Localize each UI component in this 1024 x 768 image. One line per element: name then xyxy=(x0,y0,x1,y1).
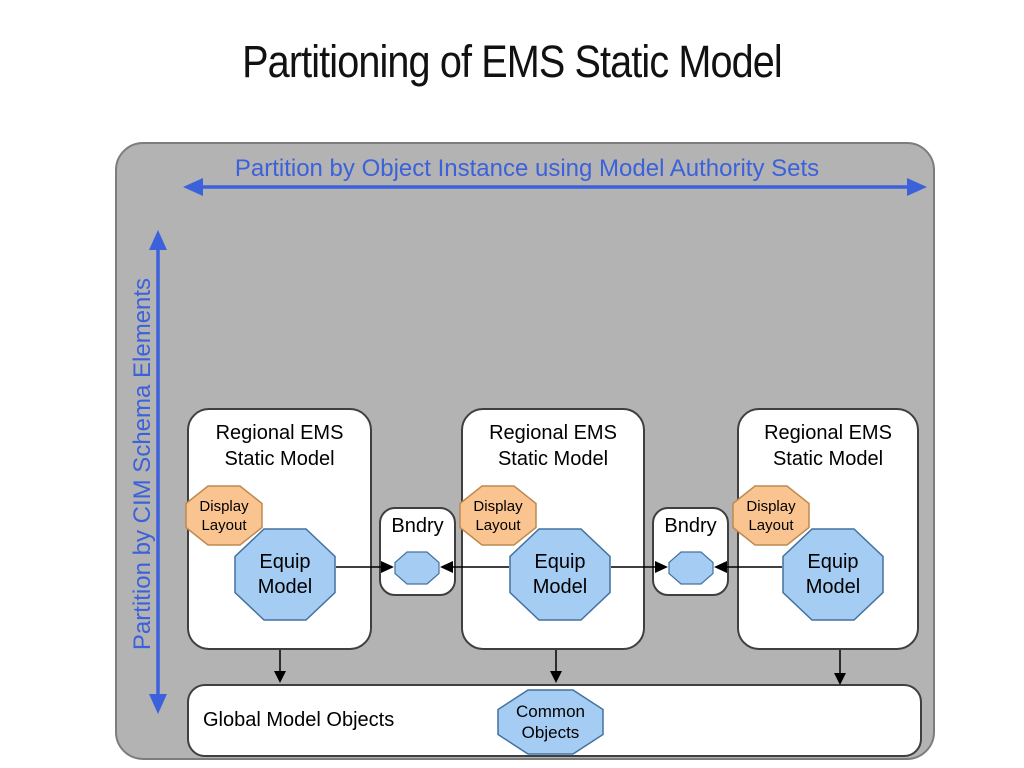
common-objects-label: Common Objects xyxy=(516,702,585,742)
regional-ems-title: Regional EMS Static Model xyxy=(489,422,617,470)
equip-model-octagon-3: Equip Model xyxy=(782,528,884,621)
vertical-double-arrow-icon xyxy=(149,230,167,714)
common-objects-octagon: Common Objects xyxy=(497,689,604,755)
global-model-objects-label: Global Model Objects xyxy=(203,709,395,731)
octagon-icon xyxy=(782,528,884,621)
bndry-label: Bndry xyxy=(391,515,444,537)
octagon-icon xyxy=(394,551,440,585)
octagon-icon xyxy=(459,485,537,546)
equip-model-octagon-2: Equip Model xyxy=(509,528,611,621)
octagon-icon xyxy=(497,689,604,755)
display-layout-label: Display Layout xyxy=(473,497,523,534)
horizontal-axis-label: Partition by Object Instance using Model… xyxy=(234,155,820,182)
equip-model-label: Equip Model xyxy=(532,550,588,598)
octagon-icon xyxy=(668,551,714,585)
bndry-octagon-1 xyxy=(394,551,440,585)
octagon-icon xyxy=(234,528,336,621)
partition-canvas: Partition by Object Instance using Model… xyxy=(115,142,935,760)
octagon-icon xyxy=(185,485,263,546)
regional-ems-title: Regional EMS Static Model xyxy=(764,422,892,470)
equip-model-label: Equip Model xyxy=(805,550,861,598)
equip-model-label: Equip Model xyxy=(257,550,313,598)
regional-ems-title: Regional EMS Static Model xyxy=(215,422,344,470)
octagon-icon xyxy=(732,485,810,546)
display-layout-octagon-1: Display Layout xyxy=(185,485,263,546)
display-layout-octagon-2: Display Layout xyxy=(459,485,537,546)
octagon-icon xyxy=(509,528,611,621)
display-layout-label: Display Layout xyxy=(199,497,249,534)
display-layout-octagon-3: Display Layout xyxy=(732,485,810,546)
bndry-label: Bndry xyxy=(664,515,717,537)
horizontal-double-arrow-icon xyxy=(183,178,927,196)
page-title: Partitioning of EMS Static Model xyxy=(242,36,783,87)
bndry-octagon-2 xyxy=(668,551,714,585)
display-layout-label: Display Layout xyxy=(746,497,796,534)
equip-model-octagon-1: Equip Model xyxy=(234,528,336,621)
